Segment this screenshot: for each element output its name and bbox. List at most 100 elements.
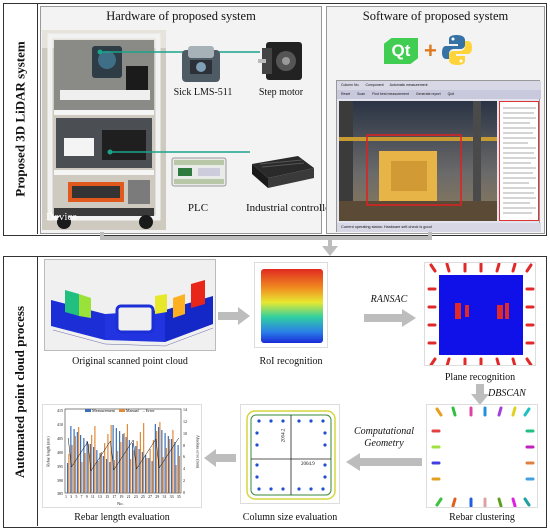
manual-bar	[87, 444, 89, 493]
manual-bar	[149, 449, 151, 493]
manual-bar	[71, 445, 73, 493]
scan-button[interactable]: Scan	[357, 92, 366, 96]
ytick: 415	[57, 408, 63, 413]
comp-geometry-label-2: Geometry	[364, 438, 404, 449]
ytick: 405	[57, 436, 63, 441]
menu-find-best[interactable]: Find best measurement	[372, 92, 409, 96]
controller-image	[246, 150, 318, 192]
column-size-image: 2004.2 2004.9	[240, 404, 340, 504]
manual-bar	[91, 435, 93, 493]
sick-sensor-image	[178, 44, 224, 84]
hardware-title: Hardware of proposed system	[106, 9, 256, 23]
measurement-bar	[89, 444, 91, 493]
manual-bar	[104, 443, 106, 493]
measurement-bar	[164, 433, 166, 493]
quit-button[interactable]: Quit	[447, 92, 455, 96]
measurement-bar	[76, 432, 78, 493]
measurement-bar	[96, 450, 98, 493]
measurement-bar	[67, 463, 69, 493]
manual-bar	[110, 425, 112, 493]
menu-report[interactable]: Generate report	[415, 92, 441, 96]
hardware-connector-lines	[97, 49, 260, 155]
chart-y2label: Absolute error (mm)	[195, 434, 201, 469]
horizontal-dimension-label: 2004.9	[301, 462, 315, 467]
xtick: 3	[70, 494, 73, 499]
measurement-bar	[106, 459, 108, 493]
camera-scene	[339, 101, 497, 221]
manual-bar	[133, 450, 135, 493]
arrow-step4-to-step5	[346, 453, 422, 471]
reset-button[interactable]: Reset	[341, 92, 351, 96]
bottom-side-label: Automated point cloud process	[4, 257, 38, 526]
process-title: Automated point cloud process	[12, 305, 28, 478]
sensor-label: Sick LMS-511	[173, 87, 233, 98]
plane-plot	[427, 263, 535, 365]
measurement-bar	[132, 443, 134, 493]
measurement-bar	[109, 462, 111, 493]
chart-ylabel: Rebar length (mm)	[45, 436, 51, 467]
step-plane-label: Plane recognition	[444, 372, 516, 383]
chart-xlabel: No.	[117, 501, 124, 506]
manual-bar	[172, 430, 174, 493]
menu-component[interactable]: Component	[365, 83, 384, 87]
measurement-bar	[122, 434, 124, 493]
xtick: 29	[155, 494, 160, 499]
xtick: 25	[140, 494, 145, 499]
manual-bar	[156, 431, 158, 493]
measurement-bar	[125, 437, 127, 493]
ytick: 410	[57, 422, 63, 427]
measurement-bar	[148, 458, 150, 493]
ransac-label: RANSAC	[370, 294, 408, 305]
software-app-window: Column No. Component Automatic measureme…	[336, 80, 541, 232]
manual-bar	[165, 448, 167, 493]
step-original-label: Original scanned point cloud	[72, 356, 188, 367]
manual-bar	[84, 453, 86, 493]
roi-plot	[261, 269, 323, 343]
manual-bar	[175, 465, 177, 493]
xtick: 11	[90, 494, 95, 499]
menu-auto-measure[interactable]: Automatic measurement	[389, 83, 428, 87]
camera-view	[339, 101, 497, 221]
y2tick: 12	[183, 418, 187, 424]
measurement-bar	[93, 447, 95, 493]
manual-bar	[126, 424, 128, 493]
measurement-bar	[83, 438, 85, 493]
manual-bar	[162, 457, 164, 493]
manual-bar	[117, 451, 119, 493]
y2tick: 2	[183, 478, 185, 484]
xtick: 1	[65, 494, 67, 499]
legend-measurement-label: Measurement	[92, 408, 115, 413]
legend-error: – Error	[142, 408, 155, 413]
y2tick: 14	[183, 407, 187, 412]
xtick: 17	[112, 494, 117, 499]
manual-bar	[78, 427, 80, 493]
measurement-bar	[151, 461, 153, 493]
xtick: 31	[162, 494, 167, 499]
step-motor-image	[256, 38, 306, 86]
xtick: 7	[80, 494, 83, 499]
measurement-bar	[115, 428, 117, 493]
measurement-bar	[128, 440, 130, 493]
dbscan-label: DBSCAN	[488, 388, 526, 399]
measurement-bar	[161, 430, 163, 493]
y2tick: 10	[183, 430, 187, 436]
measurement-bar	[141, 452, 143, 493]
step-roi-label: RoI recognition	[259, 356, 323, 367]
manual-bar	[123, 433, 125, 493]
manual-bar	[74, 436, 76, 493]
manual-bar	[130, 459, 132, 493]
plane-image	[424, 262, 536, 366]
controller-icon	[252, 156, 314, 188]
motor-label: Step motor	[258, 87, 304, 98]
roi-image	[254, 262, 328, 348]
menu-column-no[interactable]: Column No.	[341, 83, 360, 87]
comp-geometry-label-1: Computational	[353, 426, 414, 437]
chart-xticks: 1 3 5 7 9 11 13 15 17 19 21 23 25 27 29 …	[65, 494, 181, 499]
plc-icon	[171, 157, 227, 187]
rebar-cluster-image	[426, 404, 538, 508]
xtick: 33	[169, 494, 174, 499]
app-button-bar: Reset Scan Find best measurement Generat…	[337, 90, 541, 99]
manual-bar	[169, 439, 171, 493]
motor-icon	[258, 42, 302, 80]
